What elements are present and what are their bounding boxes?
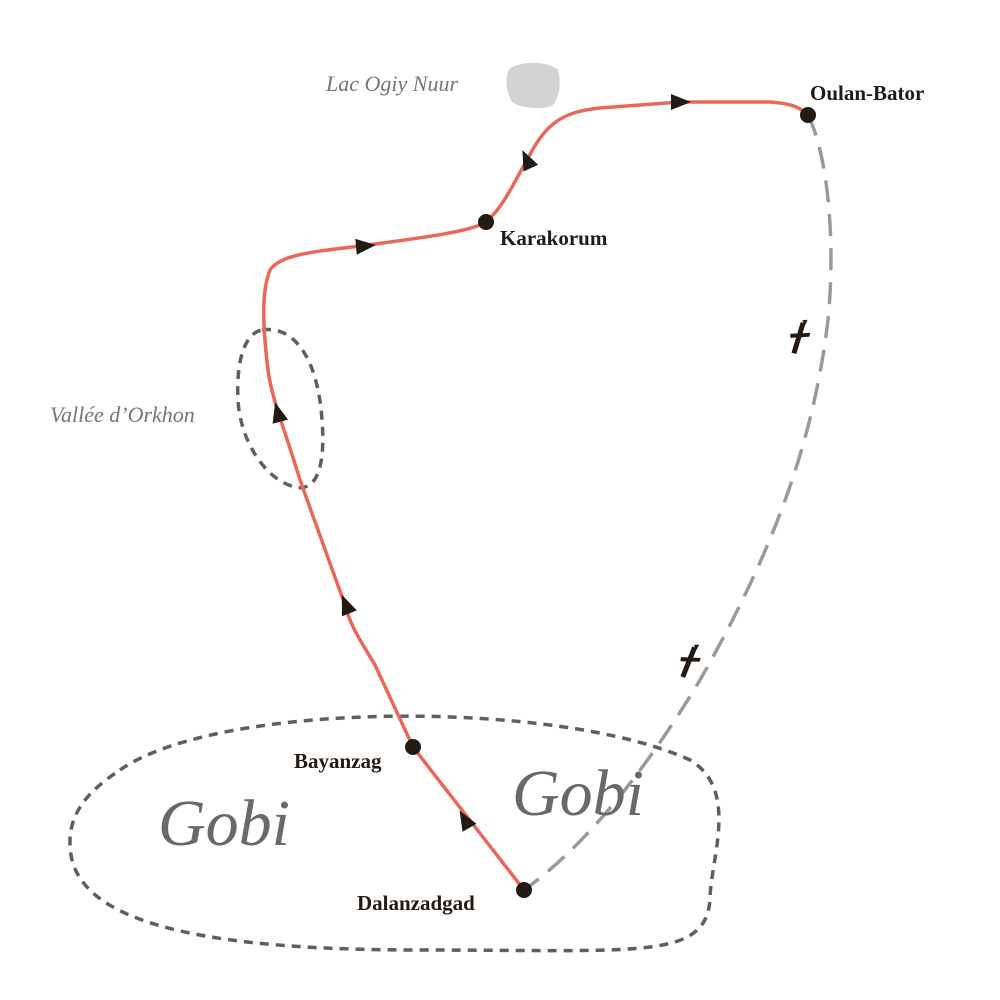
valley-label: Vallée d’Orkhon xyxy=(50,402,195,427)
road-route xyxy=(261,100,810,892)
city-dot-oulan-bator[interactable] xyxy=(800,107,816,123)
flight-route xyxy=(522,114,833,892)
direction-arrow-icon xyxy=(671,94,691,110)
orkhon-valley-outline xyxy=(235,327,325,490)
region-label-gobi-right: Gobi xyxy=(512,757,644,830)
gobi-region-outline xyxy=(68,714,721,953)
airplane-icon xyxy=(680,644,701,678)
city-dot-dalanzadgad[interactable] xyxy=(516,882,532,898)
direction-arrow-icon xyxy=(272,402,289,424)
city-label-oulan-bator: Oulan-Bator xyxy=(810,81,925,105)
airplane-icon xyxy=(790,319,811,355)
city-label-karakorum: Karakorum xyxy=(500,226,608,250)
lake-label: Lac Ogiy Nuur xyxy=(326,71,458,96)
city-dot-bayanzag[interactable] xyxy=(405,739,421,755)
direction-arrow-icon xyxy=(355,238,376,255)
city-dot-karakorum[interactable] xyxy=(478,214,494,230)
city-label-dalanzadgad: Dalanzadgad xyxy=(357,891,475,915)
region-label-gobi-left: Gobi xyxy=(158,787,290,860)
direction-arrow-icon xyxy=(459,810,477,832)
city-label-bayanzag: Bayanzag xyxy=(294,749,382,773)
direction-arrow-icon xyxy=(522,150,539,172)
direction-arrow-icon xyxy=(341,594,357,617)
lake-ogiy-nuur xyxy=(506,62,560,109)
